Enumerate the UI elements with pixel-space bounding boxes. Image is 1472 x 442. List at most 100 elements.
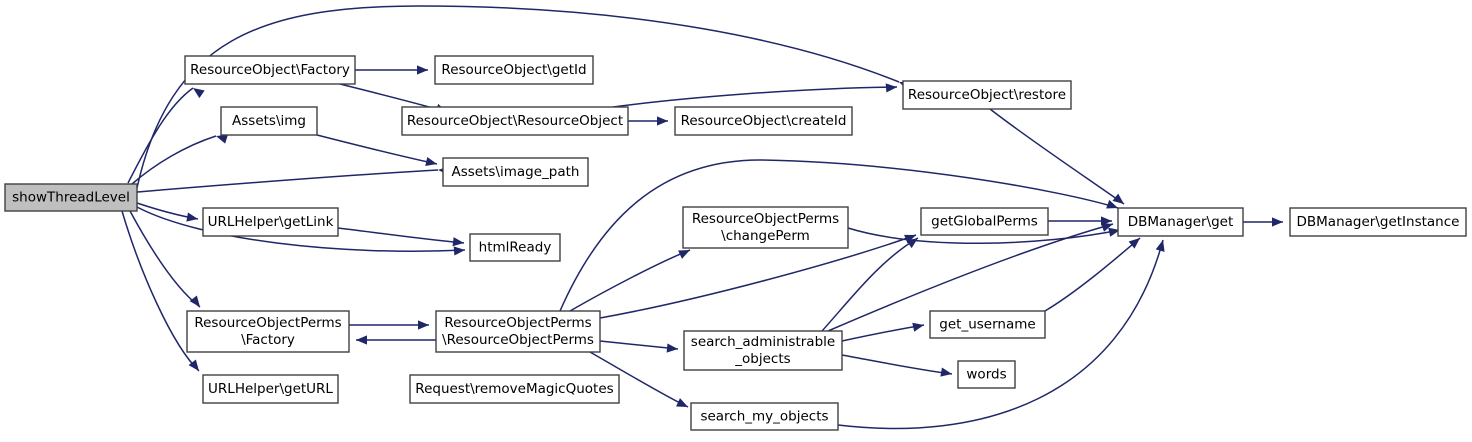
arrowhead-icon — [453, 246, 465, 256]
node-DBManagerGetInstance[interactable]: DBManager\getInstance — [1289, 207, 1467, 237]
node-ResourceObjectRestore[interactable]: ResourceObject\restore — [902, 80, 1072, 110]
edge-searchMyObjects-to-DBManagerGet — [837, 239, 1165, 430]
edge-line — [989, 108, 1125, 205]
node-box[interactable] — [202, 207, 339, 237]
edge-showThreadLevel-to-Assetsimg — [131, 134, 228, 185]
node-URLHelperGetURL[interactable]: URLHelper\getURL — [202, 374, 339, 404]
edge-ResourceObjectResourceObject-to-ResourceObjectRestore — [612, 83, 898, 108]
node-ResourceObjectPermsFactory[interactable]: ResourceObjectPerms\Factory — [186, 310, 350, 353]
node-label: ResourceObject\ResourceObject — [407, 113, 623, 129]
arrowhead-icon — [417, 65, 428, 75]
node-htmlReady[interactable]: htmlReady — [469, 233, 561, 262]
edge-line — [337, 227, 465, 244]
edge-line — [569, 249, 691, 312]
edge-ResourceObjectPermsResourceObjectPerms-to-searchAdministrableObjects — [599, 340, 679, 353]
node-box[interactable] — [902, 80, 1072, 110]
edge-getUsername-to-DBManagerGet — [1044, 237, 1141, 312]
node-label: URLHelper\getURL — [208, 381, 333, 397]
edge-line — [837, 239, 1164, 430]
node-box[interactable] — [220, 106, 318, 136]
edge-line — [612, 86, 898, 108]
node-DBManagerGet[interactable]: DBManager\get — [1117, 207, 1244, 237]
arrowhead-icon — [188, 359, 199, 371]
node-getUsername[interactable]: get_username — [929, 310, 1046, 339]
node-label: DBManager\getInstance — [1297, 214, 1460, 230]
arrowhead-icon — [940, 367, 952, 377]
node-box[interactable] — [683, 330, 843, 371]
node-box[interactable] — [1289, 207, 1467, 237]
node-label: ResourceObjectPerms\Factory — [194, 315, 341, 348]
node-box[interactable] — [442, 157, 589, 187]
node-box[interactable] — [409, 374, 620, 404]
edge-showThreadLevel-to-URLHelperGetLink — [136, 202, 199, 222]
node-box[interactable] — [435, 310, 601, 353]
edge-line — [127, 87, 194, 184]
edge-ResourceObjectPermsResourceObjectPerms-to-ResourceObjectPermsChangePerm — [569, 249, 691, 312]
node-AssetsImagePath[interactable]: Assets\image_path — [442, 157, 589, 187]
edge-searchAdministrableObjects-to-DBManagerGet — [827, 223, 1114, 332]
edge-ResourceObjectFactory-to-ResourceObjectGetId — [355, 65, 428, 75]
arrowhead-icon — [216, 134, 228, 144]
node-box[interactable] — [434, 55, 594, 85]
arrowhead-icon — [1128, 238, 1140, 249]
node-box[interactable] — [202, 374, 339, 404]
node-box[interactable] — [929, 310, 1046, 339]
arrowhead-icon — [193, 88, 205, 99]
edge-searchAdministrableObjects-to-getUsername — [841, 322, 925, 342]
node-box[interactable] — [469, 233, 561, 262]
arrowhead-icon — [885, 83, 897, 93]
node-label: ResourceObject\Factory — [190, 62, 350, 78]
node-box[interactable] — [186, 310, 350, 353]
node-showThreadLevel[interactable]: showThreadLevel — [4, 183, 138, 212]
node-ResourceObjectGetId[interactable]: ResourceObject\getId — [434, 55, 594, 85]
node-label: ResourceObject\getId — [441, 62, 586, 78]
arrowhead-icon — [452, 237, 464, 247]
node-box[interactable] — [957, 360, 1016, 389]
edge-ResourceObjectPermsResourceObjectPerms-to-ResourceObjectPermsFactory — [356, 335, 436, 345]
node-searchAdministrableObjects[interactable]: search_administrable_objects — [683, 330, 843, 371]
node-box[interactable] — [682, 206, 849, 249]
arrowhead-icon — [912, 322, 924, 332]
edge-line — [841, 354, 953, 375]
arrowhead-icon — [678, 250, 690, 259]
node-box[interactable] — [920, 207, 1049, 236]
node-label: ResourceObjectPerms\ResourceObjectPerms — [442, 315, 594, 348]
edge-ResourceObjectRestore-to-DBManagerGet — [989, 108, 1125, 205]
node-label: ResourceObject\createId — [681, 113, 847, 129]
node-label: Request\removeMagicQuotes — [415, 381, 613, 397]
edge-line — [841, 324, 925, 342]
node-RequestRemoveMagicQuotes[interactable]: Request\removeMagicQuotes — [409, 374, 620, 404]
node-label: htmlReady — [479, 240, 552, 256]
node-box[interactable] — [674, 106, 853, 136]
edge-searchAdministrableObjects-to-words — [841, 354, 953, 377]
node-ResourceObjectCreateId[interactable]: ResourceObject\createId — [674, 106, 853, 136]
edge-DBManagerGet-to-DBManagerGetInstance — [1243, 217, 1283, 227]
node-box[interactable] — [4, 183, 138, 212]
node-box[interactable] — [690, 402, 839, 431]
edge-ResourceObjectPermsResourceObjectPerms-to-searchMyObjects — [589, 351, 689, 408]
edge-ResourceObjectPermsFactory-to-ResourceObjectPermsResourceObjectPerms — [349, 320, 429, 330]
node-label: getGlobalPerms — [931, 214, 1038, 230]
node-ResourceObjectFactory[interactable]: ResourceObject\Factory — [184, 55, 356, 85]
edge-line — [821, 237, 919, 332]
edge-showThreadLevel-to-URLHelperGetURL — [121, 210, 200, 372]
node-label: ResourceObjectPerms\changePerm — [692, 211, 839, 244]
arrowhead-icon — [1155, 240, 1165, 252]
node-ResourceObjectResourceObject[interactable]: ResourceObject\ResourceObject — [401, 106, 629, 136]
node-searchMyObjects[interactable]: search_my_objects — [690, 402, 839, 431]
node-label: Assets\image_path — [452, 164, 580, 180]
node-URLHelperGetLink[interactable]: URLHelper\getLink — [202, 207, 339, 237]
node-words[interactable]: words — [957, 360, 1016, 389]
node-getGlobalPerms[interactable]: getGlobalPerms — [920, 207, 1049, 236]
edge-line — [1044, 237, 1141, 312]
node-box[interactable] — [401, 106, 629, 136]
edge-line — [599, 234, 917, 319]
arrowhead-icon — [1101, 223, 1113, 232]
node-ResourceObjectPermsChangePerm[interactable]: ResourceObjectPerms\changePerm — [682, 206, 849, 249]
node-box[interactable] — [184, 55, 356, 85]
arrowhead-icon — [666, 343, 678, 353]
node-Assetsimg[interactable]: Assets\img — [220, 106, 318, 136]
node-box[interactable] — [1117, 207, 1244, 237]
node-ResourceObjectPermsResourceObjectPerms[interactable]: ResourceObjectPerms\ResourceObjectPerms — [435, 310, 601, 353]
